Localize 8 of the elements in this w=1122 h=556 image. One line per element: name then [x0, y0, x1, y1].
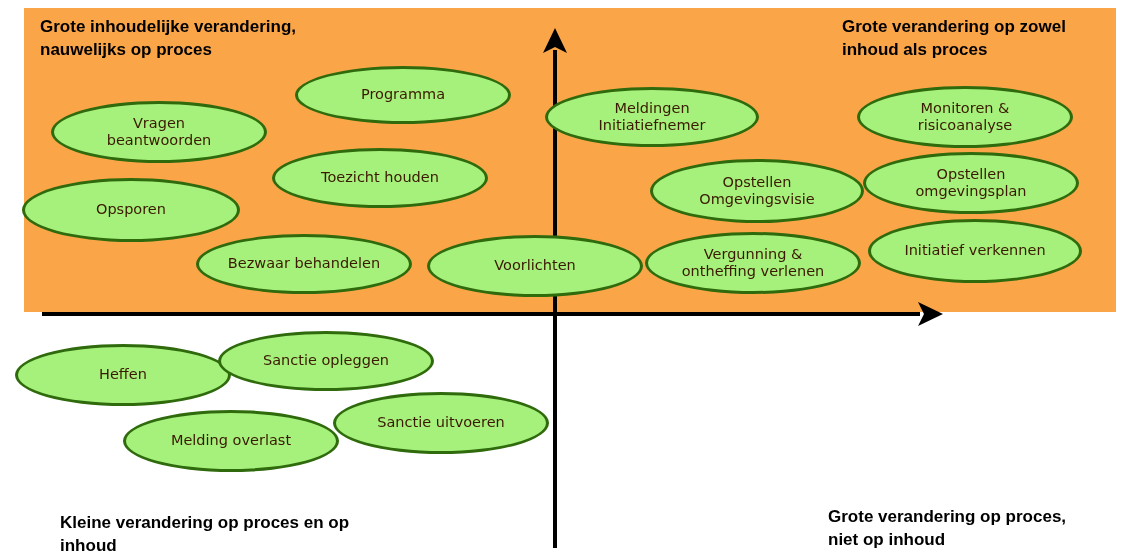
activity-ellipse: Sanctie opleggen — [218, 331, 434, 391]
quadrant-label: Grote verandering op proces, niet op inhoud — [828, 506, 1068, 551]
activity-ellipse: Heffen — [15, 344, 231, 406]
activity-ellipse: Melding overlast — [123, 410, 339, 472]
quadrant-label: Kleine verandering op proces en op inhoud — [60, 512, 351, 556]
quadrant-label: Grote verandering op zowel inhoud als proces — [842, 16, 1067, 61]
quadrant-label: Grote inhoudelijke verandering, nauwelijks op proces — [40, 16, 297, 61]
activity-ellipse: Sanctie uitvoeren — [333, 392, 549, 454]
